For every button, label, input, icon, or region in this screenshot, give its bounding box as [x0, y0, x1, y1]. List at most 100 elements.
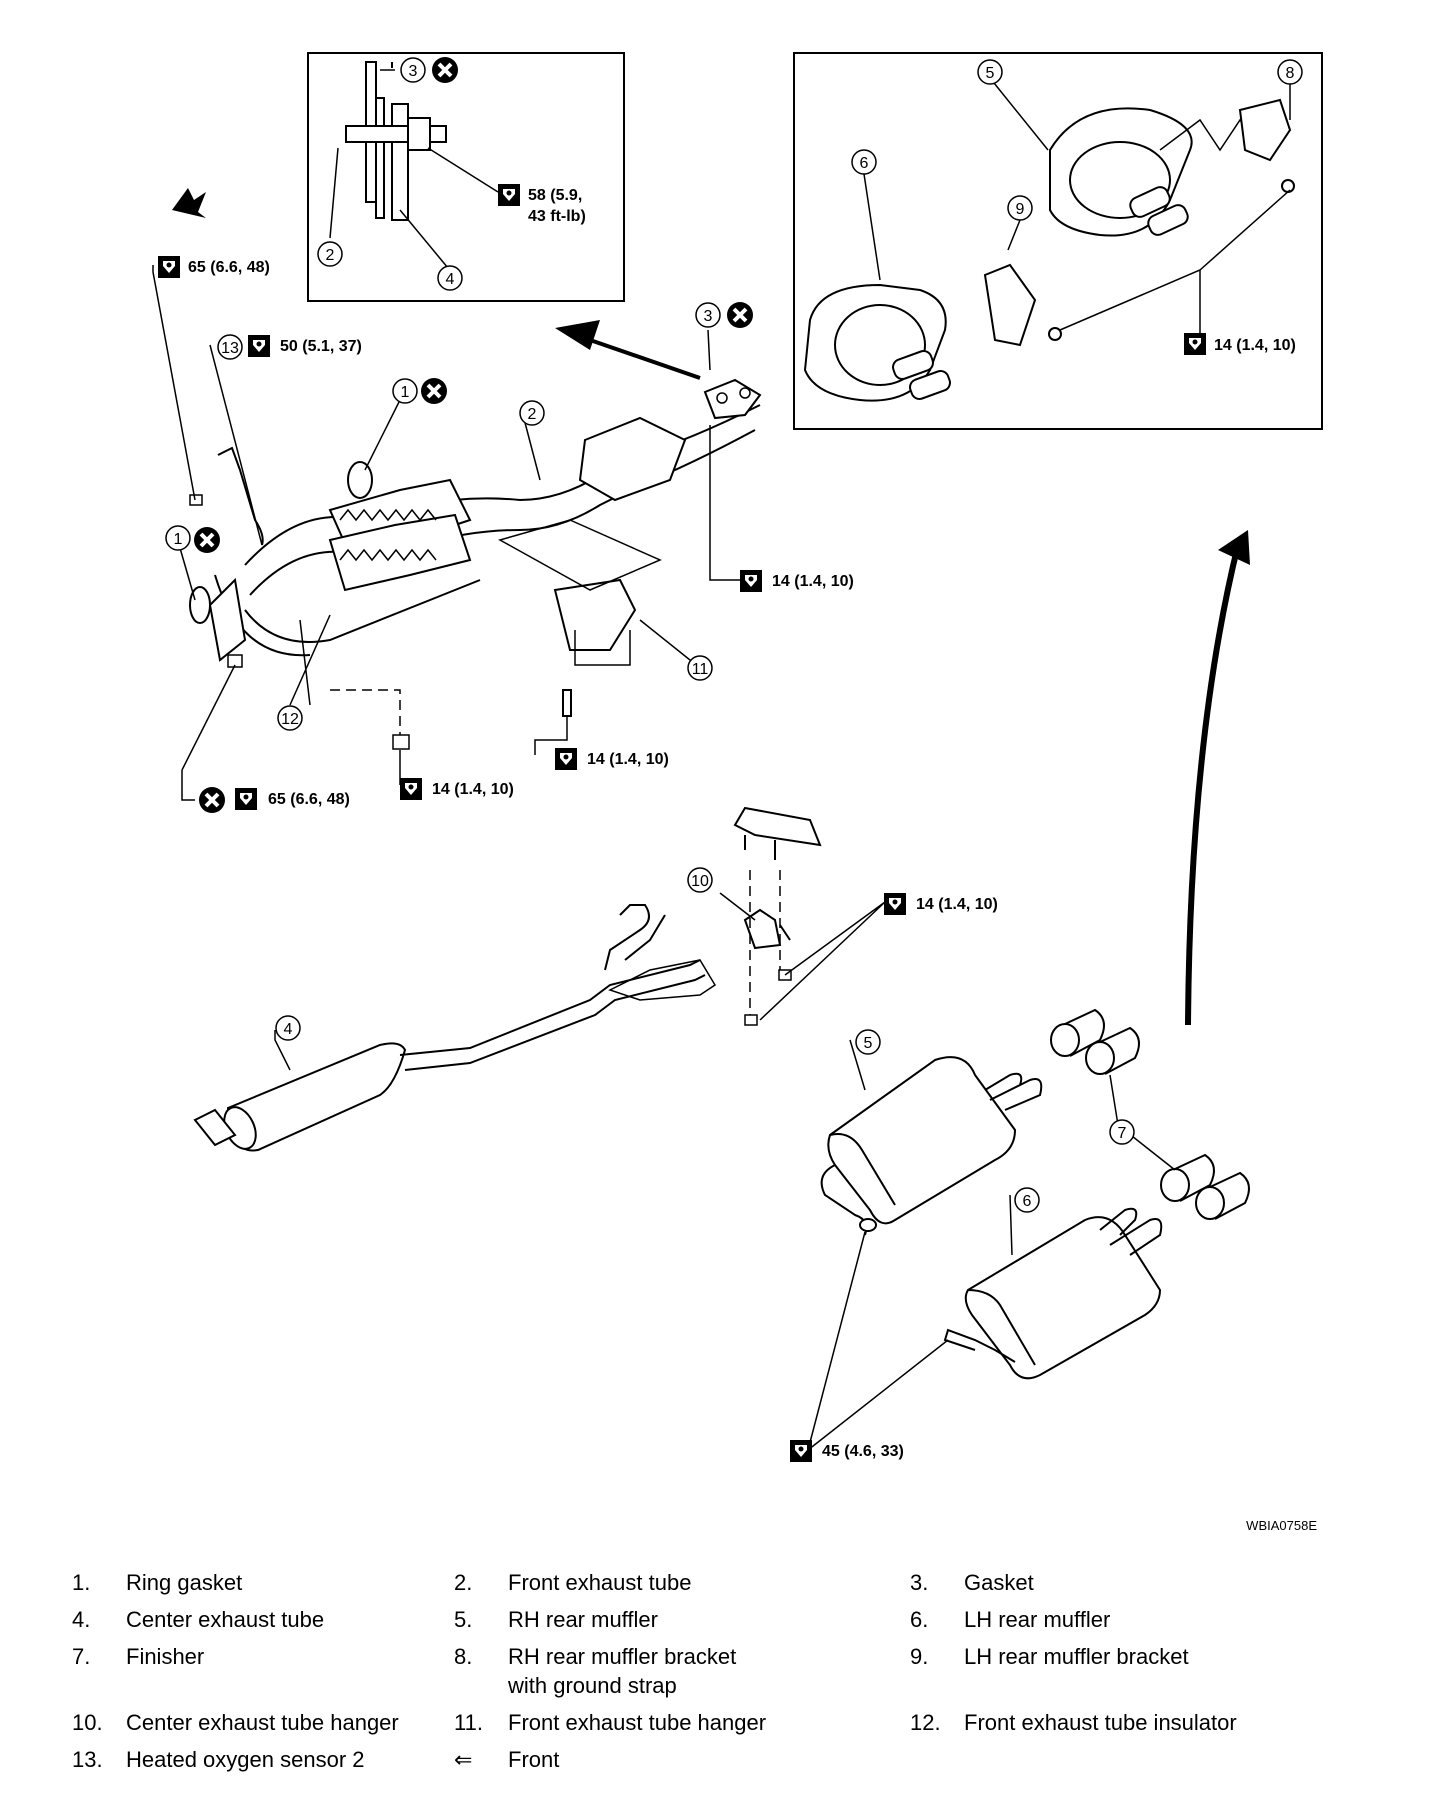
inset-rear-muffler-brackets: 14 (1.4, 10) [793, 52, 1323, 430]
legend-item-text: LH rear muffler bracket [964, 1644, 1189, 1669]
rear-mufflers: 45 (4.6, 33) [790, 1008, 1250, 1462]
front-exhaust-tube-assembly: 65 (6.6, 48) 50 (5.1, 37) 14 (1.4, 10) 1… [152, 55, 854, 815]
svg-text:6: 6 [860, 155, 869, 172]
exhaust-system-diagram: 58 (5.9, 43 ft-lb) 14 (1.4, 10) [152, 52, 1323, 1533]
svg-text:7: 7 [1118, 1125, 1127, 1142]
legend-item-number: 1. [72, 1570, 91, 1595]
callout-10: 10 [687, 867, 713, 893]
svg-text:11: 11 [692, 661, 709, 678]
callout-2-inset: 2 [317, 241, 343, 267]
torque-14-center-hanger: 14 (1.4, 10) [916, 896, 998, 913]
svg-text:3: 3 [409, 63, 418, 80]
torque-65-top: 65 (6.6, 48) [188, 259, 270, 276]
legend-item-text: RH rear muffler [508, 1607, 658, 1632]
legend-item-number: 7. [72, 1644, 91, 1669]
legend-item-text: Front [508, 1747, 560, 1772]
torque-45: 45 (4.6, 33) [822, 1443, 904, 1460]
do-not-reuse-icon [419, 376, 449, 406]
torque-wrench-icon [790, 1440, 812, 1462]
callout-6-inset: 6 [851, 149, 877, 175]
legend-item-number: 3. [910, 1570, 929, 1595]
legend-item-text: Heated oxygen sensor 2 [126, 1747, 365, 1772]
legend-item-number: 13. [72, 1747, 103, 1772]
front-arrow-icon [172, 188, 206, 218]
torque-wrench-icon [555, 748, 577, 770]
legend-item-text: Front exhaust tube hanger [508, 1710, 767, 1735]
callout-2: 2 [519, 400, 545, 426]
svg-text:8: 8 [1286, 65, 1295, 82]
torque-58-ftlb: 43 ft-lb) [528, 208, 586, 225]
svg-text:12: 12 [281, 711, 299, 728]
legend-item-text: Ring gasket [126, 1570, 243, 1595]
torque-wrench-icon [498, 184, 520, 206]
do-not-reuse-icon [430, 55, 460, 85]
torque-14-center-nut: 14 (1.4, 10) [432, 781, 514, 798]
legend-item-text: LH rear muffler [964, 1607, 1111, 1632]
svg-text:4: 4 [284, 1021, 293, 1038]
callout-11: 11 [687, 655, 713, 681]
torque-wrench-icon [1184, 333, 1206, 355]
torque-wrench-icon [884, 893, 906, 915]
svg-text:3: 3 [704, 308, 713, 325]
do-not-reuse-icon [725, 300, 755, 330]
torque-wrench-icon [248, 335, 270, 357]
callout-12: 12 [277, 705, 303, 731]
callout-9-inset: 9 [1007, 195, 1033, 221]
callout-5: 5 [855, 1029, 881, 1055]
torque-14-inset: 14 (1.4, 10) [1214, 337, 1296, 354]
callout-8-inset: 8 [1277, 59, 1303, 85]
torque-65-bottom: 65 (6.6, 48) [268, 791, 350, 808]
callout-13: 13 [217, 334, 243, 360]
torque-wrench-icon [158, 256, 180, 278]
legend-item-text: Front exhaust tube insulator [964, 1710, 1237, 1735]
svg-text:9: 9 [1016, 201, 1025, 218]
callout-6: 6 [1014, 1187, 1040, 1213]
inset-gasket-detail: 58 (5.9, 43 ft-lb) [307, 52, 625, 302]
rear-pointer-arrow [1185, 530, 1250, 1026]
svg-text:5: 5 [864, 1035, 873, 1052]
svg-text:1: 1 [401, 384, 410, 401]
legend-item-number: 5. [454, 1607, 473, 1632]
legend-item-number: 11. [454, 1710, 483, 1735]
legend-item-number: ⇐ [454, 1747, 473, 1772]
legend-item-text: Center exhaust tube [126, 1607, 325, 1632]
center-exhaust-tube: 14 (1.4, 10) [193, 806, 998, 1152]
figure-code: WBIA0758E [1246, 1518, 1317, 1533]
callout-3: 3 [695, 302, 721, 328]
svg-text:4: 4 [446, 271, 455, 288]
do-not-reuse-icon [192, 525, 222, 555]
legend-item-number: 8. [454, 1644, 473, 1669]
legend-item-text: Front exhaust tube [508, 1570, 692, 1595]
svg-text:2: 2 [528, 406, 537, 423]
torque-14-flange: 14 (1.4, 10) [772, 573, 854, 590]
torque-58: 58 (5.9, [528, 187, 582, 204]
callout-7: 7 [1109, 1119, 1135, 1145]
legend-item-number: 12. [910, 1710, 941, 1735]
legend-item-number: 10. [72, 1710, 103, 1735]
torque-wrench-icon [400, 778, 422, 800]
svg-text:6: 6 [1023, 1193, 1032, 1210]
legend-item-number: 9. [910, 1644, 929, 1669]
svg-text:5: 5 [986, 65, 995, 82]
svg-text:10: 10 [691, 873, 709, 890]
legend-item-number: 6. [910, 1607, 929, 1632]
detail-pointer-arrow [555, 320, 701, 380]
callout-1-lower: 1 [165, 525, 191, 551]
callout-4: 4 [275, 1015, 301, 1041]
torque-wrench-icon [740, 570, 762, 592]
torque-14-hanger-bolt: 14 (1.4, 10) [587, 751, 669, 768]
callout-1-upper: 1 [392, 378, 418, 404]
legend-item-number: 2. [454, 1570, 473, 1595]
legend-item-text: RH rear muffler bracket with ground stra… [508, 1644, 737, 1698]
torque-50: 50 (5.1, 37) [280, 338, 362, 355]
legend-item-text: Gasket [964, 1570, 1034, 1595]
do-not-reuse-icon [197, 785, 227, 815]
svg-text:13: 13 [221, 340, 239, 357]
legend-item-number: 4. [72, 1607, 91, 1632]
torque-wrench-icon [235, 788, 257, 810]
callout-4-inset: 4 [437, 265, 463, 291]
callout-3-inset: 3 [400, 57, 426, 83]
callouts: 3 2 4 5 8 6 9 3 13 1 2 1 11 12 10 4 5 7 … [165, 57, 1303, 1213]
legend-item-text: Finisher [126, 1644, 205, 1669]
svg-text:2: 2 [326, 247, 335, 264]
